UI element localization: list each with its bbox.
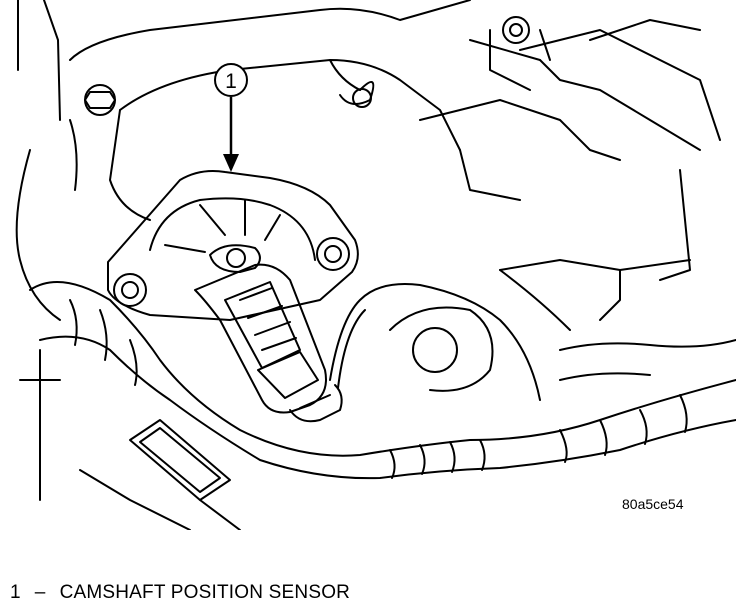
legend-item-1: 1–CAMSHAFT POSITION SENSOR [10, 582, 350, 604]
engine-boss [389, 306, 494, 392]
wiring-harness [29, 281, 736, 480]
callout-1: 1 [214, 63, 248, 172]
legend-number: 1 [10, 582, 21, 603]
sensor-mounting-flange [107, 170, 359, 321]
legend-label: CAMSHAFT POSITION SENSOR [59, 582, 351, 603]
figure-reference-code: 80a5ce54 [622, 496, 684, 512]
callout-circle [214, 63, 248, 97]
left-engine-edge [15, 0, 61, 501]
sensor-wire [329, 283, 541, 401]
engine-block-upper [69, 0, 721, 281]
cover-edge-right [499, 269, 621, 331]
callout-number: 1 [225, 70, 237, 93]
bolt-top-right [489, 16, 551, 91]
bolt-top-left [69, 84, 116, 191]
engine-illustration: 1 [15, 0, 736, 530]
sensor-body [194, 244, 343, 423]
lower-bracket [79, 419, 241, 530]
callout-arrowhead [223, 154, 239, 172]
legend-separator: – [34, 582, 46, 603]
